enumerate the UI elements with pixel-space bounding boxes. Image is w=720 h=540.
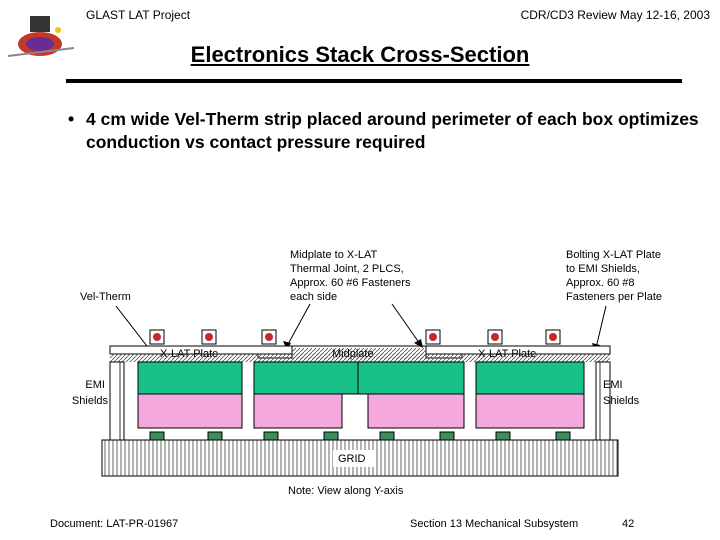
vel-therm-strip (110, 354, 610, 362)
bullet-point: • 4 cm wide Vel-Therm strip placed aroun… (68, 108, 708, 154)
fastener-head (549, 333, 557, 341)
fastener-head (205, 333, 213, 341)
grid-label-bg (333, 450, 375, 467)
leader-midplate-left (286, 303, 311, 347)
fastener-head (491, 333, 499, 341)
label-vel-therm: Vel-Therm (80, 291, 131, 303)
callout-midplate-line3: Approx. 60 #6 Fasteners (290, 277, 411, 289)
slide-title: Electronics Stack Cross-Section (190, 42, 530, 67)
foot (263, 431, 279, 441)
footer-page-number: 42 (622, 518, 635, 530)
callout-midplate-line4: each side (290, 291, 337, 303)
label-emi-right: EMI Shields (603, 379, 640, 407)
stack-cross-section-diagram: Midplate to X-LAT Thermal Joint, 2 PLCS,… (72, 249, 664, 497)
label-xlat-plate-left: X-LAT Plate (160, 348, 218, 360)
box-pink-2 (253, 393, 343, 429)
callout-midplate-line1: Midplate to X-LAT (290, 249, 378, 261)
foot (149, 431, 165, 441)
electronics-boxes (137, 361, 585, 429)
label-emi-left-2: Shields (72, 395, 109, 407)
callout-bolting-line4: Fasteners per Plate (566, 291, 662, 303)
top-fasteners (149, 329, 561, 345)
label-xlat-plate-right: X-LAT Plate (478, 348, 536, 360)
review-date: CDR/CD3 Review May 12-16, 2003 (520, 8, 710, 22)
callout-midplate-line2: Thermal Joint, 2 PLCS, (290, 263, 404, 275)
title-rule (66, 79, 682, 83)
callout-midplate-joint: Midplate to X-LAT Thermal Joint, 2 PLCS,… (290, 249, 414, 303)
footer-document: Document: LAT-PR-01967 (50, 518, 179, 530)
foot (323, 431, 339, 441)
label-emi-right-1: EMI (603, 379, 623, 391)
foot (379, 431, 395, 441)
box-pink-1 (137, 393, 243, 429)
box-pink-4 (475, 393, 585, 429)
foot (439, 431, 455, 441)
bullet-text: 4 cm wide Vel-Therm strip placed around … (86, 109, 699, 152)
fastener-head (153, 333, 161, 341)
arrow-midplate-right (414, 339, 423, 348)
box-green-1 (137, 361, 243, 395)
label-midplate: Midplate (332, 348, 374, 360)
fastener-head (265, 333, 273, 341)
callout-bolting-line2: to EMI Shields, (566, 263, 640, 275)
foot (495, 431, 511, 441)
label-grid: GRID (338, 453, 366, 465)
fastener-head (429, 333, 437, 341)
callout-bolting: Bolting X-LAT Plate to EMI Shields, Appr… (566, 249, 664, 303)
bullet-dot: • (68, 109, 75, 129)
foot (555, 431, 571, 441)
label-emi-left-1: EMI (85, 379, 105, 391)
emi-shield-wall-left (109, 361, 125, 441)
box-green-3 (357, 361, 465, 395)
leader-bolting (595, 305, 607, 349)
box-green-4 (475, 361, 585, 395)
leader-midplate-right (391, 303, 421, 345)
callout-bolting-line3: Approx. 60 #8 (566, 277, 635, 289)
view-note: Note: View along Y-axis (288, 485, 404, 497)
box-pink-3 (367, 393, 465, 429)
label-emi-right-2: Shields (603, 395, 640, 407)
footer-section: Section 13 Mechanical Subsystem (410, 518, 579, 530)
foot (207, 431, 223, 441)
leader-vel-therm (115, 305, 151, 351)
project-name: GLAST LAT Project (86, 8, 191, 22)
callout-bolting-line1: Bolting X-LAT Plate (566, 249, 661, 261)
label-emi-left: EMI Shields (72, 379, 109, 407)
glast-logo-icon (7, 16, 75, 57)
box-green-2 (253, 361, 359, 395)
bottom-feet (149, 431, 571, 441)
